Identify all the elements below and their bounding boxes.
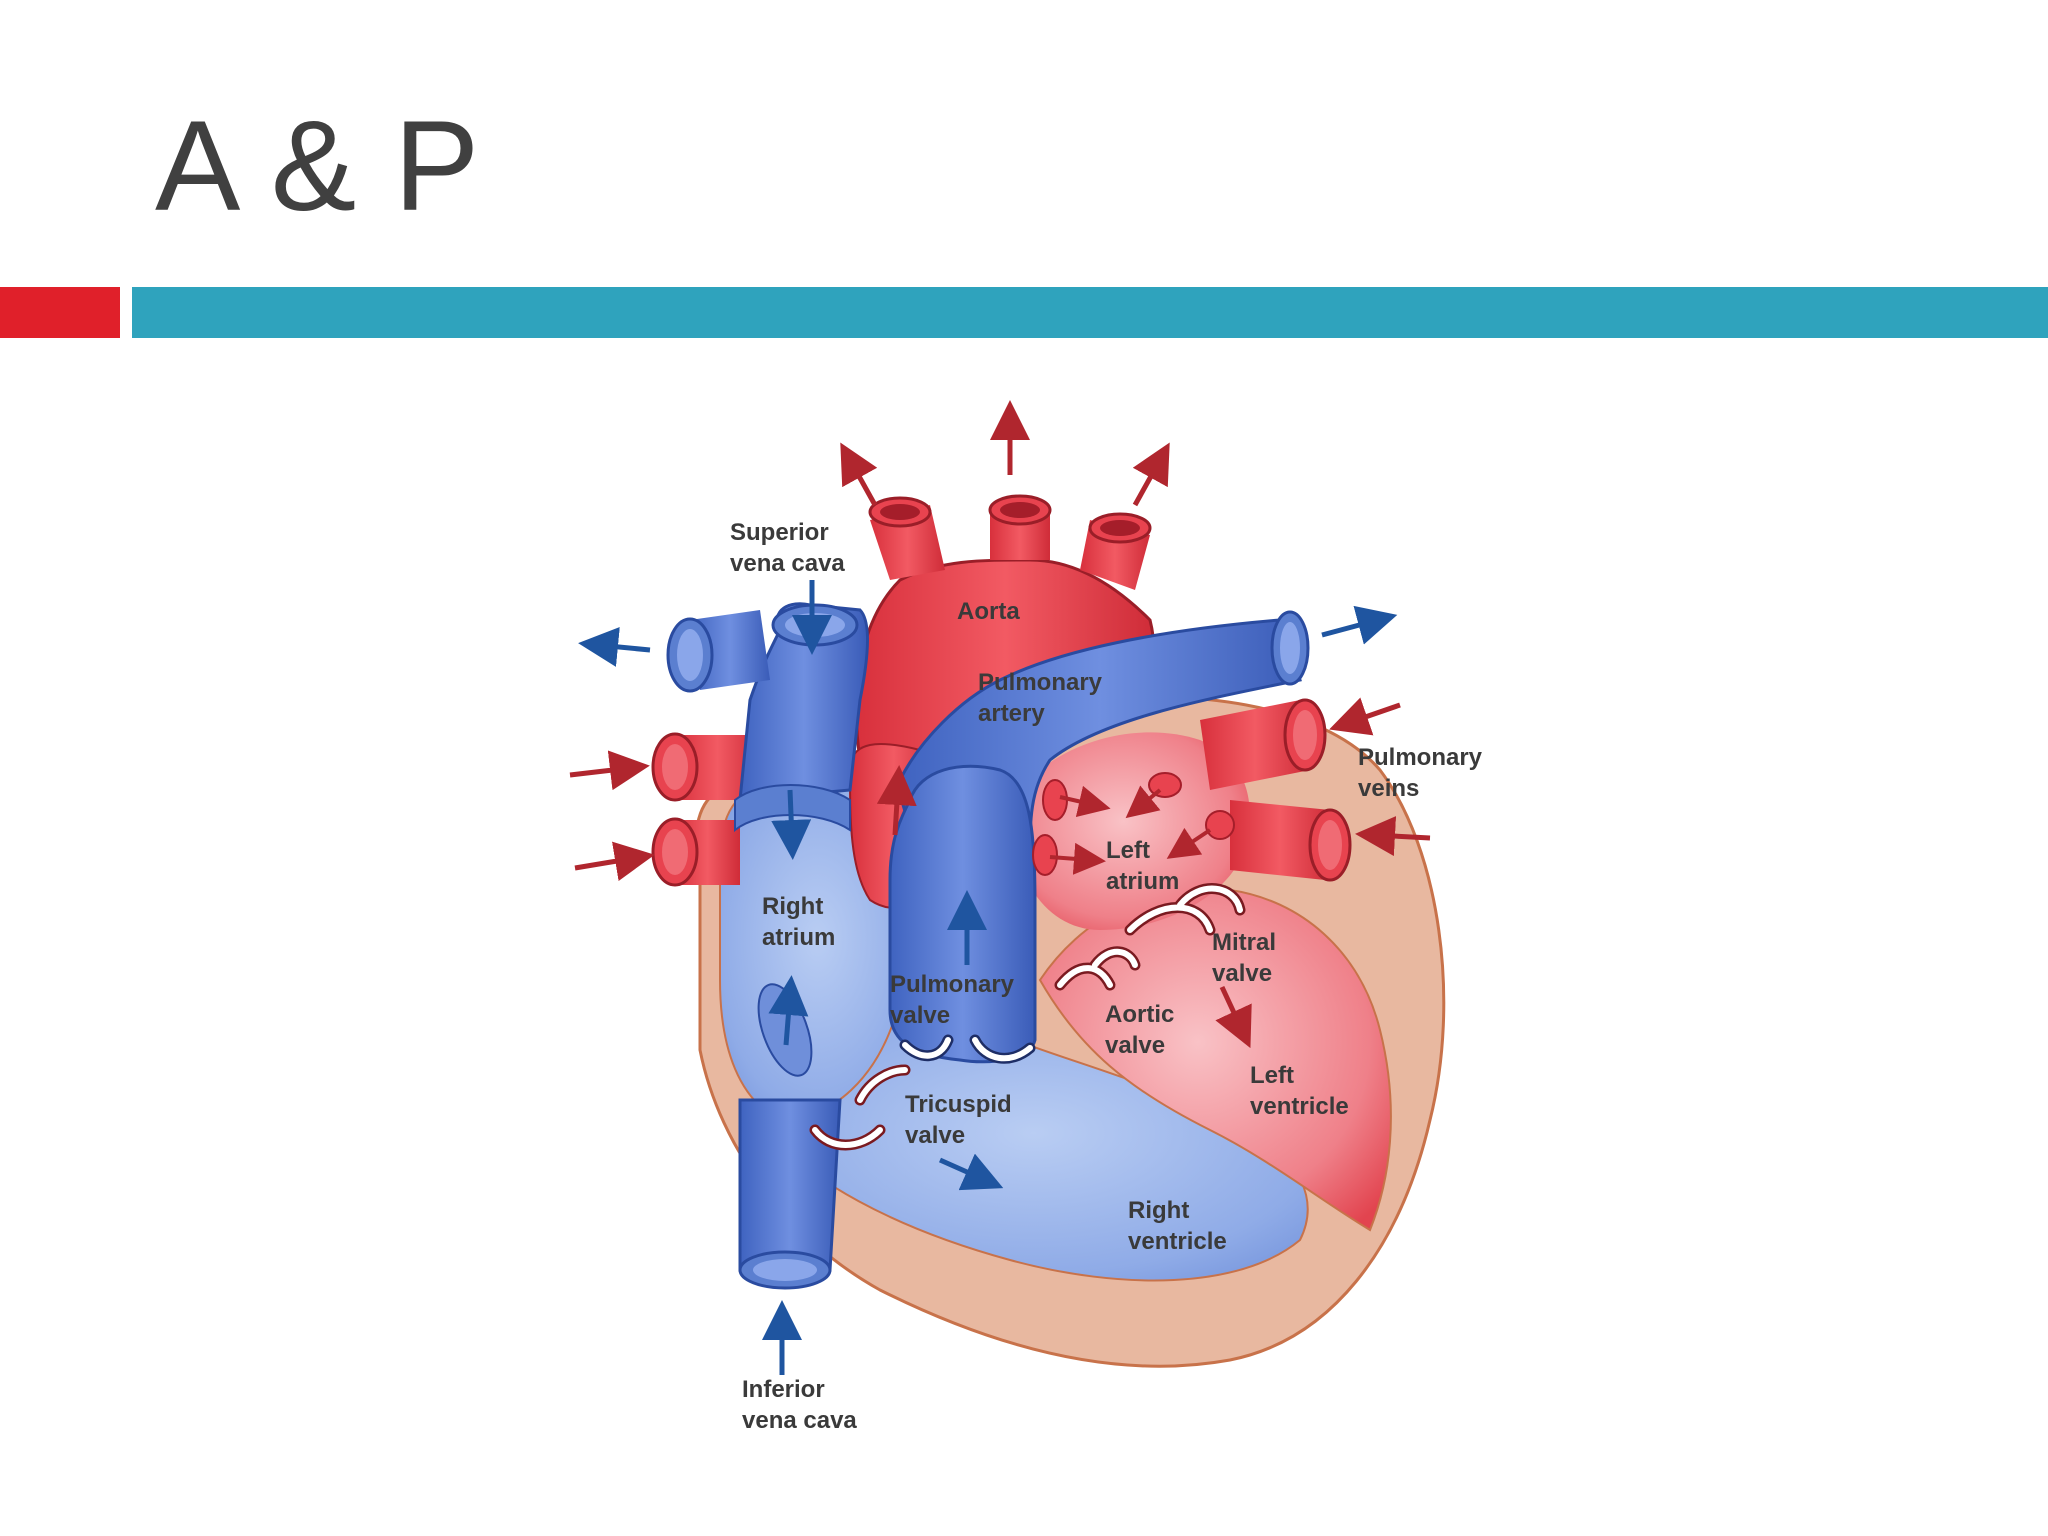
label-aorta: Aorta: [957, 598, 1020, 625]
label-superior-vena-cava: Superior vena cava: [730, 519, 845, 577]
pulmonary-vein-upper-left: [675, 735, 760, 800]
flow-arrow-la-1: [1059, 785, 1111, 818]
flow-arrow-ra-down: [771, 789, 812, 860]
flow-arrow-la-3: [1166, 827, 1212, 859]
label-inferior-vena-cava: Inferior vena cava: [742, 1376, 857, 1434]
label-pulmonary-valve: Pulmonary valve: [890, 971, 1021, 1029]
flow-arrow-pv-in-lower-right: [1355, 816, 1431, 857]
flow-arrow-pv-in-upper-right: [1329, 697, 1401, 736]
flow-arrow-pa-out: [1321, 605, 1398, 645]
label-tricuspid-valve: Tricuspid valve: [905, 1091, 1018, 1149]
title-accent-red-bar: [0, 287, 120, 338]
flow-arrow-tricuspid: [938, 1153, 1004, 1191]
label-pulmonary-veins: Pulmonary veins: [1358, 744, 1489, 802]
label-left-atrium: Left atrium: [1106, 837, 1179, 895]
label-right-ventricle: Right ventricle: [1128, 1197, 1227, 1255]
pulmonary-vein-upper-right: [1200, 700, 1310, 790]
flow-arrow-la-4: [1049, 842, 1106, 875]
flow-arrow-aorta-right: [1132, 442, 1170, 507]
label-left-ventricle: Left ventricle: [1250, 1062, 1349, 1120]
flow-arrow-pv-in-upper-left: [569, 750, 650, 791]
inferior-vena-cava-vessel: [738, 1098, 842, 1272]
flow-arrow-pv-in-lower-left: [574, 841, 655, 882]
flow-arrow-mitral: [1215, 985, 1252, 1049]
label-right-atrium: Right atrium: [762, 893, 835, 951]
flow-arrow-aortic-root: [876, 765, 917, 836]
pulmonary-vein-lower-right: [1230, 800, 1330, 880]
flow-arrow-ra-up: [768, 975, 809, 1046]
slide-title: A & P: [155, 95, 481, 238]
label-mitral-valve: Mitral valve: [1212, 929, 1283, 987]
title-accent-teal-bar: [132, 287, 2048, 338]
flow-arrow-aorta-left: [840, 442, 878, 507]
flow-arrow-svc-branch-out: [578, 627, 651, 667]
flow-arrow-la-2: [1125, 785, 1162, 819]
left-atrium-chamber: [1020, 732, 1250, 930]
label-pulmonary-artery: Pulmonary artery: [978, 669, 1109, 727]
label-aortic-valve: Aortic valve: [1105, 1001, 1181, 1059]
